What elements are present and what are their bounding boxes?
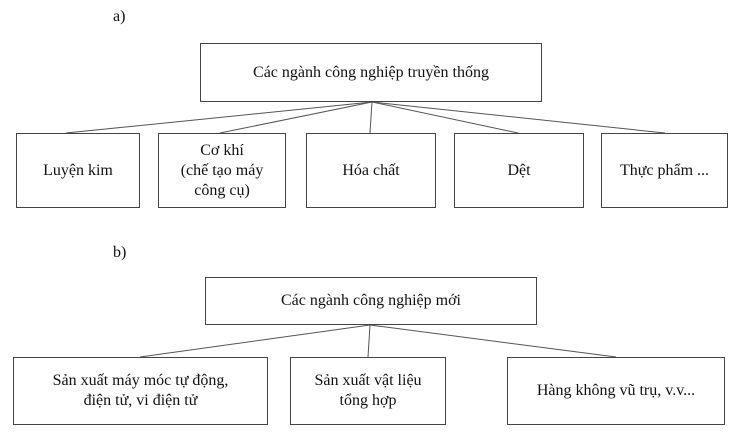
part-b-child-2: Sản xuất vật liệu tổng hợp xyxy=(290,357,446,425)
part-a-child-1-text: Luyện kim xyxy=(43,161,113,179)
connector-a-5 xyxy=(371,101,666,134)
part-b-child-1-text: Sản xuất máy móc tự động, điện tử, vi đi… xyxy=(52,372,229,409)
connector-a-3 xyxy=(369,101,373,134)
part-a-child-2: Cơ khí (chế tạo máy công cụ) xyxy=(158,133,286,208)
part-a-child-3-text: Hóa chất xyxy=(342,161,400,179)
connector-a-2 xyxy=(219,101,373,134)
part-b-child-3-text: Hàng không vũ trụ, v.v... xyxy=(536,382,696,399)
part-b-child-1: Sản xuất máy móc tự động, điện tử, vi đi… xyxy=(13,357,268,425)
part-b-root-text: Các ngành công nghiệp mới xyxy=(281,292,461,309)
connector-a-4 xyxy=(371,101,519,134)
part-b-label: b) xyxy=(113,244,127,261)
part-a-child-5: Thực phẩm ... xyxy=(601,133,728,208)
connector-b-3 xyxy=(369,324,617,358)
part-a-child-4-text: Dệt xyxy=(507,161,531,179)
part-b-root-box: Các ngành công nghiệp mới xyxy=(205,277,537,325)
part-a-child-1: Luyện kim xyxy=(16,133,140,208)
connector-b-2 xyxy=(367,324,371,358)
part-a-child-2-text: Cơ khí (chế tạo máy công cụ) xyxy=(180,141,264,199)
part-a-child-3: Hóa chất xyxy=(306,133,436,208)
part-a-label: a) xyxy=(113,8,126,25)
part-b-child-3: Hàng không vũ trụ, v.v... xyxy=(507,357,725,425)
part-a-child-5-text: Thực phẩm ... xyxy=(619,161,710,179)
part-a-root-text: Các ngành công nghiệp truyền thống xyxy=(253,63,489,81)
part-a-root-box: Các ngành công nghiệp truyền thống xyxy=(200,43,542,102)
part-a-child-4: Dệt xyxy=(454,133,584,208)
connector-b-1 xyxy=(139,324,371,358)
part-b-child-2-text: Sản xuất vật liệu tổng hợp xyxy=(314,372,422,409)
connector-a-1 xyxy=(65,101,373,134)
